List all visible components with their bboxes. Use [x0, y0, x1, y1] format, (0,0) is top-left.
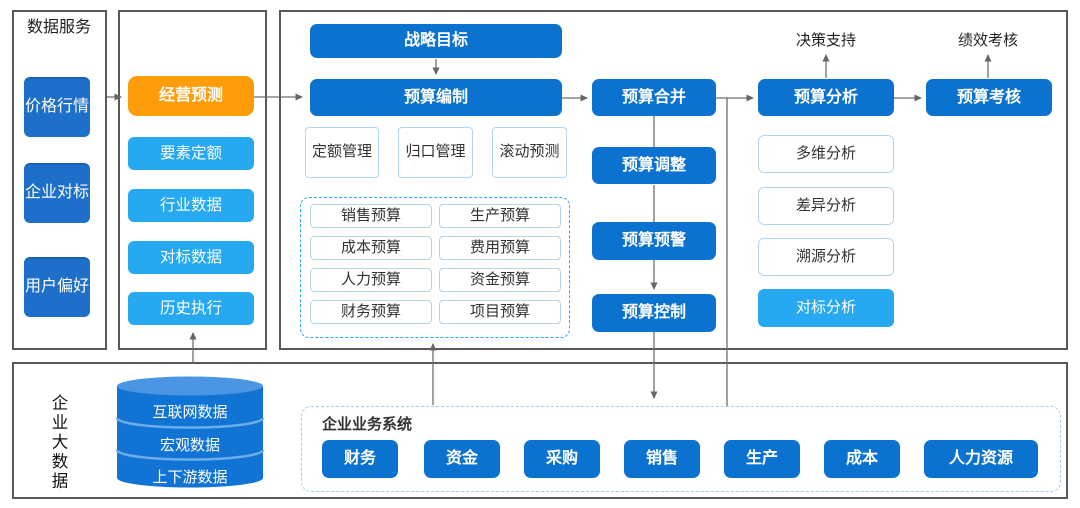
bigdata-title: 企业大数据 [49, 394, 67, 492]
budget-assessment-button[interactable]: 预算考核 [926, 79, 1052, 116]
budget-analysis-button[interactable]: 预算分析 [758, 79, 894, 116]
data-service-item-price[interactable]: 价格行情 [24, 77, 90, 137]
strategy-goal-button[interactable]: 战略目标 [310, 24, 562, 58]
forecast-item-industry[interactable]: 行业数据 [128, 189, 254, 222]
budget-merge-button[interactable]: 预算合并 [592, 79, 716, 116]
tool-centralized-mgmt[interactable]: 归口管理 [398, 127, 473, 178]
budget-type-project[interactable]: 项目预算 [439, 300, 561, 324]
system-production[interactable]: 生产 [724, 440, 800, 478]
forecast-item-quota[interactable]: 要素定额 [128, 137, 254, 170]
tool-quota-mgmt[interactable]: 定额管理 [305, 127, 379, 178]
database-icon [116, 376, 264, 488]
tool-rolling-forecast[interactable]: 滚动预测 [492, 127, 567, 178]
data-service-item-preference[interactable]: 用户偏好 [24, 257, 90, 317]
budget-adjust-button[interactable]: 预算调整 [592, 147, 716, 184]
system-finance[interactable]: 财务 [322, 440, 398, 478]
budget-type-expense[interactable]: 费用预算 [439, 236, 561, 260]
budget-types-group [300, 197, 570, 338]
budget-type-sales[interactable]: 销售预算 [310, 204, 432, 228]
business-systems-group [301, 406, 1061, 492]
analysis-multidim[interactable]: 多维分析 [758, 135, 894, 173]
db-item-updownstream: 上下游数据 [152, 469, 228, 486]
db-item-macro: 宏观数据 [159, 437, 220, 454]
system-cost[interactable]: 成本 [824, 440, 900, 478]
forecast-item-history[interactable]: 历史执行 [128, 292, 254, 325]
analysis-variance[interactable]: 差异分析 [758, 187, 894, 225]
system-procurement[interactable]: 采购 [524, 440, 600, 478]
budget-type-capital[interactable]: 资金预算 [439, 268, 561, 292]
system-sales[interactable]: 销售 [624, 440, 700, 478]
db-item-internet: 互联网数据 [152, 404, 228, 421]
performance-review-label: 绩效考核 [957, 32, 1018, 49]
data-service-item-benchmark[interactable]: 企业对标 [24, 163, 90, 223]
budget-compile-button[interactable]: 预算编制 [310, 79, 562, 116]
budget-warning-button[interactable]: 预算预警 [592, 222, 716, 260]
decision-support-label: 决策支持 [795, 32, 856, 49]
budget-control-button[interactable]: 预算控制 [592, 294, 716, 332]
forecast-item-benchmark-data[interactable]: 对标数据 [128, 241, 254, 274]
business-systems-title: 企业业务系统 [322, 416, 413, 433]
analysis-traceability[interactable]: 溯源分析 [758, 238, 894, 276]
forecast-highlight-button[interactable]: 经营预测 [128, 76, 254, 116]
budget-type-finance[interactable]: 财务预算 [310, 300, 432, 324]
analysis-benchmark-highlight[interactable]: 对标分析 [758, 289, 894, 327]
data-service-title: 数据服务 [26, 19, 91, 36]
system-hr[interactable]: 人力资源 [924, 440, 1038, 478]
budget-type-production[interactable]: 生产预算 [439, 204, 561, 228]
system-capital[interactable]: 资金 [424, 440, 500, 478]
budget-type-hr[interactable]: 人力预算 [310, 268, 432, 292]
budget-type-cost[interactable]: 成本预算 [310, 236, 432, 260]
